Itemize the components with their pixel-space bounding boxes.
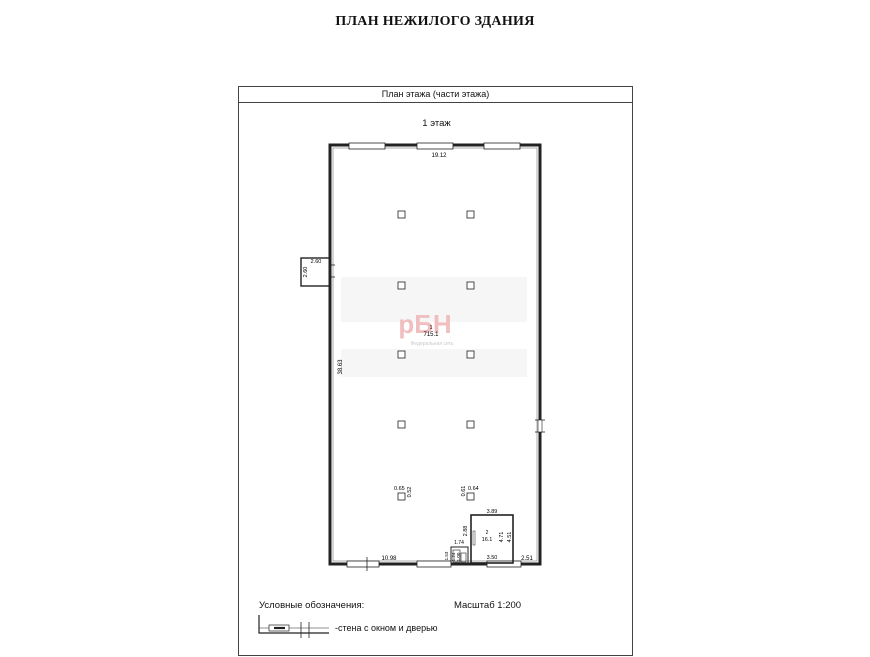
door [472, 530, 476, 546]
window [416, 142, 454, 150]
room-1-number: 1 [430, 325, 433, 331]
vestibule-side-dimension: 1.53 [444, 551, 449, 560]
watermark: рБН Федеральная сеть [341, 277, 527, 377]
top-windows [348, 142, 521, 150]
column [466, 492, 475, 501]
window [483, 142, 521, 150]
window [486, 560, 522, 568]
column [466, 210, 475, 219]
column-dimension: 0.52 [407, 487, 413, 498]
scale-label: Масштаб 1:200 [454, 600, 522, 611]
floor-plan-drawing: рБН Федеральная сеть 2.60 2.60 [258, 142, 545, 638]
window [416, 560, 452, 568]
top-width-dimension: 19.12 [431, 153, 447, 159]
floor-label: 1 этаж [422, 118, 451, 129]
bottom-windows [346, 560, 522, 568]
column [397, 350, 406, 359]
door [537, 419, 543, 433]
room-2-left-dimension: 2.88 [463, 526, 469, 537]
column [397, 492, 406, 501]
vestibule-side-dimension: 1.24 [451, 552, 456, 561]
column [466, 350, 475, 359]
column-dimension: 0.64 [468, 486, 479, 492]
room-2-bottom-dimension: 3.50 [487, 555, 498, 561]
legend-title: Условные обозначения: [259, 600, 365, 611]
bottom-left-dimension: 10.98 [381, 556, 397, 562]
window [348, 142, 386, 150]
room-2-number: 2 [486, 530, 489, 536]
watermark-band-bottom [341, 349, 527, 377]
left-height-dimension: 38.63 [338, 359, 344, 375]
column-dimension: 0.65 [394, 486, 405, 492]
room-2-wall [470, 514, 514, 564]
room-1-area: 715.1 [423, 332, 439, 338]
annex-height-dimension: 2.60 [303, 267, 309, 278]
vestibule-top-dimension: 1.74 [454, 540, 464, 546]
room-2-right-dimension: 4.71 [499, 532, 505, 543]
vestibule-inner [452, 549, 461, 563]
watermark-caption: Федеральная сеть [411, 341, 454, 347]
column [466, 281, 475, 290]
document-title: ПЛАН НЕЖИЛОГО ЗДАНИЯ [335, 14, 535, 29]
column [397, 210, 406, 219]
room-2-top-dimension: 3.89 [487, 509, 498, 515]
column [397, 420, 406, 429]
watermark-logo: рБН [398, 309, 451, 339]
watermark-band-top [341, 277, 527, 322]
vestibule [450, 546, 469, 564]
annex-wall [300, 257, 331, 287]
annex-width-dimension: 2.60 [311, 259, 322, 265]
legend-wall [258, 615, 329, 634]
window [346, 560, 380, 568]
bottom-right-dimension: 2.51 [521, 556, 533, 562]
sheet-header: План этажа (части этажа) [239, 87, 632, 103]
column [397, 281, 406, 290]
column-dimension: 0.61 [461, 486, 467, 497]
legend-symbol [258, 615, 329, 638]
vestibule-side-dimension: 1.00 [456, 552, 461, 561]
plan-sheet: План этажа (части этажа) 1 этаж рБН Феде… [238, 86, 633, 656]
room-2-right-dimension: 4.51 [507, 532, 513, 543]
columns [397, 210, 475, 501]
room-2-area: 16.1 [482, 537, 493, 543]
vestibule-inner [460, 552, 467, 563]
column [466, 420, 475, 429]
legend-description: -стена с окном и дверью [335, 623, 438, 633]
vestibule-wall [450, 546, 469, 564]
